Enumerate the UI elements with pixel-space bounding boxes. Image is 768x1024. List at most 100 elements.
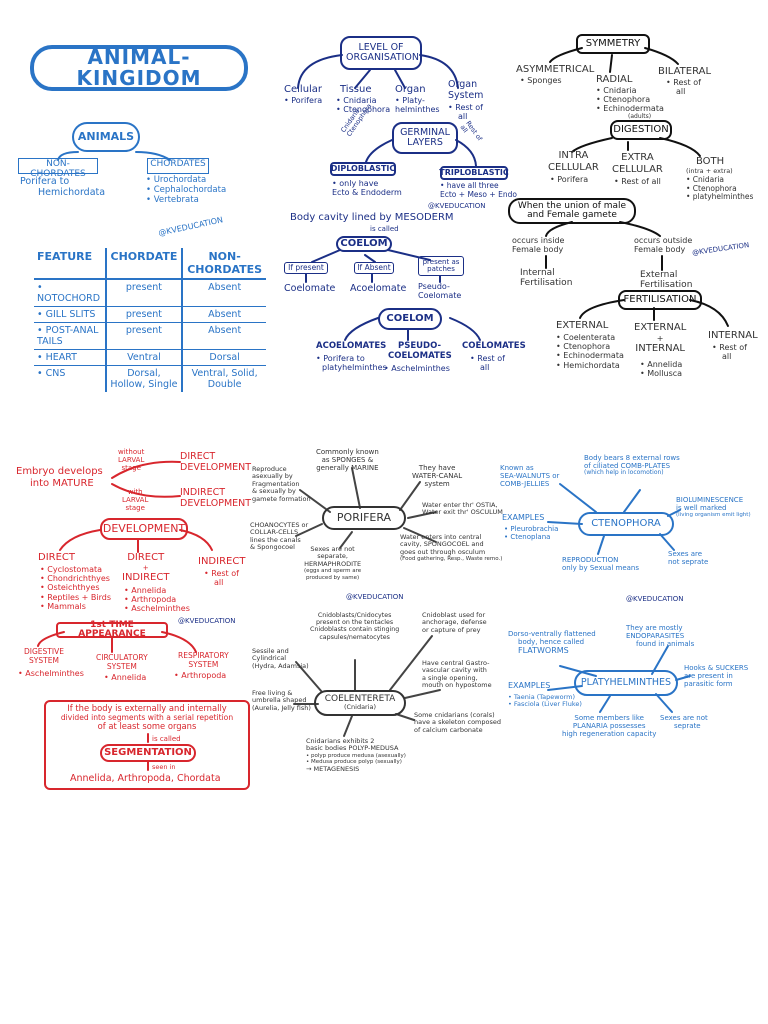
list-item: all: [214, 578, 224, 588]
list-item: • Platy-: [395, 96, 425, 105]
note-line: have a skeleton composed: [414, 718, 501, 727]
digestive-sub: • Aschelminthes: [18, 669, 84, 678]
note-line: Cnidoblast used for: [422, 611, 486, 619]
digestion-box: DIGESTION: [610, 120, 672, 140]
internal-fert-line: Internal: [520, 268, 555, 278]
platy-examples: • Taenia (Tapeworm) • Fasciola (Liver Fl…: [508, 693, 582, 709]
note-line: SEA-WALNUTS or: [500, 472, 560, 481]
platy-flat: Dorso-ventrally flattened body, hence ca…: [508, 630, 596, 655]
dev-direct-label: DIRECT: [38, 552, 76, 563]
fert-internal-sub: • Rest of all: [712, 343, 747, 361]
note-line: → METAGENESIS: [306, 764, 360, 773]
chordates-box: CHORDATES: [147, 158, 209, 174]
digestion-title: DIGESTION: [613, 123, 669, 135]
list-item: • Annelida: [640, 360, 683, 369]
fert-external-label: EXTERNAL: [556, 320, 609, 331]
porifera-title: PORIFERA: [336, 511, 392, 525]
radial-label: RADIAL: [596, 74, 633, 85]
digestive-line: DIGESTIVE: [24, 647, 64, 656]
coelenterata-note: Cnidarians exhibits 2 basic bodies POLYP…: [306, 737, 406, 773]
note-line: body, hence called: [518, 638, 585, 647]
note-line: separate,: [317, 552, 348, 561]
note-line: are present in: [684, 672, 733, 681]
seg-text-line: divided into segments with a serial repe…: [60, 712, 234, 722]
watermark: @KVEDUCATION: [691, 241, 750, 257]
development-box: DEVELOPMENT: [100, 518, 188, 540]
radial-note: (adults): [628, 113, 652, 120]
table-row: • POST-ANAL TAILS present Absent: [34, 322, 266, 350]
note-line: Reproduce: [252, 465, 287, 473]
note-line: is well marked: [676, 504, 727, 513]
table-cell: Dorsal, Hollow, Single: [104, 365, 183, 392]
porifera-note: CHOANOCYTES or COLLAR-CELLS lines the ca…: [250, 521, 308, 552]
if-present-box: If present: [284, 262, 328, 274]
union-outside-line: occurs outside: [634, 236, 693, 245]
note-line: Cnidoblasts contain stinging: [310, 626, 400, 634]
first-time-box: 1st TIME APPEARANCE: [56, 619, 168, 639]
first-time-title: 1st TIME APPEARANCE: [78, 619, 146, 639]
digestive-system: DIGESTIVE SYSTEM: [24, 647, 64, 665]
list-item: • Rest of: [204, 569, 239, 578]
platy-planaria: Some members like PLANARIA possesses hig…: [562, 714, 656, 738]
pseudo-coelomates: PSEUDO- COELOMATES: [388, 341, 452, 362]
indirect-dev-line: DEVELOPMENT: [180, 497, 252, 509]
org-organ-system-sub: • Rest of all: [448, 103, 483, 121]
coelom2-box: COELOM: [378, 308, 442, 330]
non-chordates-desc-line: Porifera to: [20, 176, 70, 187]
list-item: • Hemichordata: [556, 360, 620, 370]
non-chordates-label: NON-CHORDATES: [30, 159, 86, 179]
coelenterata-note: Have central Gastro- vascular cavity wit…: [422, 659, 492, 690]
note-line: gamete formation: [252, 494, 311, 503]
table-cell: • POST-ANAL TAILS: [34, 322, 106, 350]
porifera-note: Water enter thr' OSTIA, Water exit thr' …: [422, 501, 503, 517]
porifera-note: They have WATER-CANAL system: [412, 464, 462, 488]
note-line: Cylindrical: [252, 654, 287, 663]
note-line: (Food gathering, Resp., Waste remo.): [400, 556, 503, 563]
watermark: @KVEDUCATION: [157, 215, 224, 238]
symmetry-box: SYMMETRY: [576, 34, 650, 54]
list-item: • Echinodermata: [556, 351, 624, 361]
intra-sub: • Porifera: [550, 175, 589, 184]
table-cell: Ventral, Solid, Double: [181, 365, 266, 392]
pseudo-line: Coelomate: [418, 291, 462, 301]
organisation-box: LEVEL OF ORGANISATION: [340, 36, 422, 70]
note-line: only by Sexual means: [562, 564, 640, 573]
segmentation-title: SEGMENTATION: [104, 746, 192, 758]
pseudo-coelomates-line: PSEUDO-: [398, 341, 442, 351]
ctenophora-title: CTENOPHORA: [591, 517, 661, 529]
platy-hooks: Hooks & SUCKERS are present in parasitic…: [684, 664, 748, 688]
bilateral-label: BILATERAL: [658, 66, 712, 77]
note-line: Water exit thr' OSCULUM: [422, 508, 503, 517]
union-box: When the union of male and Female gamete: [508, 198, 636, 224]
org-organ-sub: • Platy- helminthes: [395, 96, 440, 114]
note-line: Cnidarians exhibits 2: [306, 737, 375, 745]
union-inside: occurs inside Female body: [512, 236, 564, 254]
asymmetrical-label: ASYMMETRICAL: [516, 64, 595, 75]
pseudo-coelomates-line: COELOMATES: [388, 350, 452, 361]
internal-fert-line: Fertilisation: [520, 278, 573, 289]
extra-line: EXTRA: [621, 152, 654, 163]
table-header-row: FEATURE CHORDATE NON-CHORDATES: [34, 248, 266, 280]
list-item: • Mollusca: [640, 369, 683, 379]
respiratory-sub: • Arthropoda: [174, 671, 227, 680]
table-header: FEATURE: [34, 248, 106, 280]
page-title: ANIMAL-KINGIDOM: [76, 45, 202, 90]
coelenterata-note: Some cnidarians (corals) have a skeleton…: [414, 711, 501, 734]
direct-dev-line: DIRECT: [180, 451, 216, 462]
org-cellular: Cellular: [284, 84, 323, 95]
note-line: & Spongocoel: [250, 543, 295, 552]
union-outside: occurs outside Female body: [634, 236, 692, 254]
acoelomates-sub: • Porifera to platyhelminthes: [316, 354, 387, 372]
list-item: • have all three: [440, 181, 499, 190]
watermark: @KVEDUCATION: [178, 617, 236, 625]
watermark: @KVEDUCATION: [626, 595, 684, 603]
table-header: NON-CHORDATES: [181, 248, 266, 280]
list-item: • Arthropoda: [124, 595, 177, 605]
dev-indirect-label: INDIRECT: [198, 556, 246, 567]
note-line: as SPONGES &: [321, 456, 374, 465]
coelenterata-node: COELENTERETA (Cnidaria): [314, 690, 406, 716]
porifera-note: Water enters into central cavity, SPONGO…: [400, 533, 503, 563]
cteno-body-bears: Body bears 8 external rows of ciliated C…: [584, 454, 680, 477]
fert-ext-int-label: EXTERNAL + INTERNAL: [634, 322, 686, 354]
list-item: • Rest of: [712, 343, 747, 352]
